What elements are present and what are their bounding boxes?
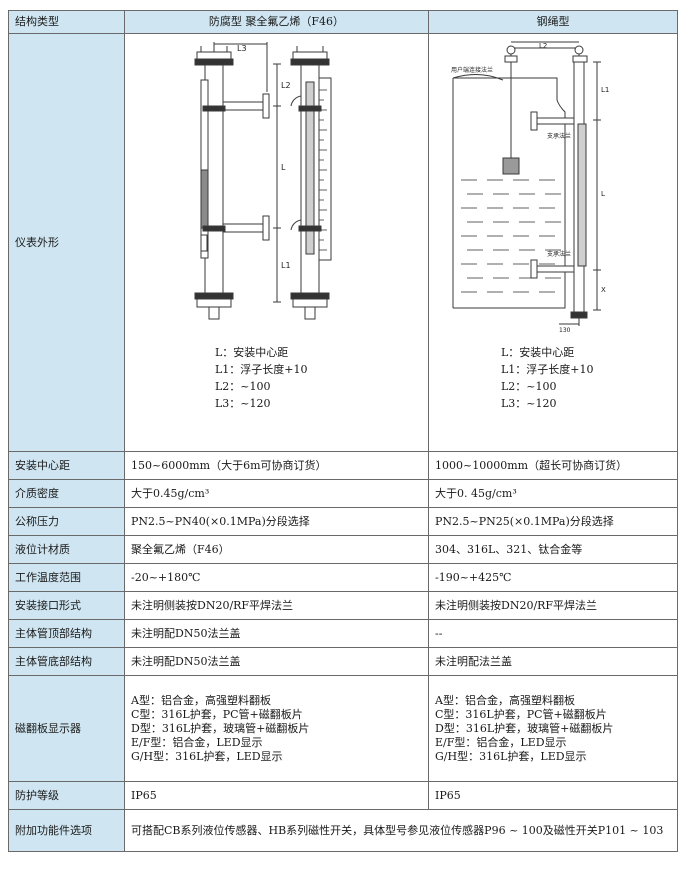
legend-item: L2：~100: [501, 380, 557, 393]
user-flange-label: 用户端连接法兰: [451, 66, 493, 74]
legend-item: L2：~100: [215, 380, 271, 393]
row-label: 主体管底部结构: [8, 647, 125, 676]
dim-l1-right: L1: [601, 86, 609, 94]
protection-col2: IP65: [428, 781, 678, 810]
display-option: G/H型：316L护套，LED显示: [435, 749, 587, 763]
spec-table: 结构类型 防腐型 聚全氟乙烯（F46） 钢绳型 仪表外形: [8, 10, 678, 852]
row-value-col1: -20~+180℃: [124, 563, 429, 592]
legend-item: L3：~120: [215, 397, 271, 410]
dim-l1-left: L1: [281, 261, 291, 270]
header-row: 结构类型 防腐型 聚全氟乙烯（F46） 钢绳型: [8, 10, 678, 34]
spec-row: 安装接口形式 未注明侧装按DN20/RF平焊法兰 未注明侧装按DN20/RF平焊…: [8, 591, 678, 620]
display-col2: A型：铝合金，高强塑料翻板 C型：316L护套，PC管+磁翻板片 D型：316L…: [428, 675, 678, 782]
legend-item: L1：浮子长度+10: [501, 363, 594, 376]
display-row: 磁翻板显示器 A型：铝合金，高强塑料翻板 C型：316L护套，PC管+磁翻板片 …: [8, 675, 678, 782]
protection-row: 防护等级 IP65 IP65: [8, 781, 678, 810]
spec-row: 主体管顶部结构 未注明配DN50法兰盖 --: [8, 619, 678, 648]
legend-item: L3：~120: [501, 397, 557, 410]
dim-l2-right: L2: [539, 42, 547, 50]
spec-row: 介质密度 大于0.45g/cm³ 大于0. 45g/cm³: [8, 479, 678, 508]
right-figure-cell: L2 L1 L X 130 用户端连接法兰 支承法兰 支承法兰 L：安装中心距 …: [428, 33, 678, 452]
row-value-col1: PN2.5~PN40(×0.1MPa)分段选择: [124, 507, 429, 536]
protection-label: 防护等级: [8, 781, 125, 810]
display-col1: A型：铝合金，高强塑料翻板 C型：316L护套，PC管+磁翻板片 D型：316L…: [124, 675, 429, 782]
row-label: 安装中心距: [8, 451, 125, 480]
cable-gauge-drawing: L2 L1 L X 130 用户端连接法兰 支承法兰 支承法兰: [451, 41, 609, 332]
row-value-col1: 150~6000mm（大于6m可协商订货）: [124, 451, 429, 480]
display-option: C型：316L护套，PC管+磁翻板片: [131, 707, 303, 721]
row-value-col1: 未注明配DN50法兰盖: [124, 619, 429, 648]
row-label: 液位计材质: [8, 535, 125, 564]
row-value-col2: 1000~10000mm（超长可协商订货）: [428, 451, 678, 480]
figure-label: 仪表外形: [8, 33, 125, 452]
legend-item: L：安装中心距: [501, 346, 575, 359]
row-label: 安装接口形式: [8, 591, 125, 620]
display-option: E/F型：铝合金，LED显示: [131, 735, 263, 749]
legend-item: L1：浮子长度+10: [215, 363, 308, 376]
dim-l-left: L: [281, 163, 286, 172]
display-option: D型：316L护套，玻璃管+磁翻板片: [131, 721, 310, 735]
anticorrosion-gauge-drawing: L3 L2 L L1: [194, 42, 331, 320]
display-label: 磁翻板显示器: [8, 675, 125, 782]
row-label: 主体管顶部结构: [8, 619, 125, 648]
extra-row: 附加功能件选项 可搭配CB系列液位传感器、HB系列磁性开关，具体型号参见液位传感…: [8, 809, 678, 852]
spec-row: 工作温度范围 -20~+180℃ -190~+425℃: [8, 563, 678, 592]
display-option: E/F型：铝合金，LED显示: [435, 735, 567, 749]
header-label: 结构类型: [8, 10, 125, 34]
row-value-col2: PN2.5~PN25(×0.1MPa)分段选择: [428, 507, 678, 536]
dim-130-right: 130: [559, 327, 571, 332]
display-option: A型：铝合金，高强塑料翻板: [131, 693, 271, 707]
row-label: 工作温度范围: [8, 563, 125, 592]
row-value-col2: -190~+425℃: [428, 563, 678, 592]
spec-row: 液位计材质 聚全氟乙烯（F46） 304、316L、321、钛合金等: [8, 535, 678, 564]
extra-label: 附加功能件选项: [8, 809, 125, 852]
legend-item: L：安装中心距: [215, 346, 289, 359]
spec-row: 安装中心距 150~6000mm（大于6m可协商订货） 1000~10000mm…: [8, 451, 678, 480]
display-option: A型：铝合金，高强塑料翻板: [435, 693, 575, 707]
row-value-col1: 聚全氟乙烯（F46）: [124, 535, 429, 564]
spec-sheet: 结构类型 防腐型 聚全氟乙烯（F46） 钢绳型 仪表外形: [8, 10, 678, 852]
row-label: 介质密度: [8, 479, 125, 508]
figure-row: 仪表外形: [8, 33, 678, 452]
spec-row: 公称压力 PN2.5~PN40(×0.1MPa)分段选择 PN2.5~PN25(…: [8, 507, 678, 536]
display-option: C型：316L护套，PC管+磁翻板片: [435, 707, 607, 721]
display-option: G/H型：316L护套，LED显示: [131, 749, 283, 763]
row-value-col2: 大于0. 45g/cm³: [428, 479, 678, 508]
support-flange-bottom-label: 支承法兰: [547, 250, 571, 258]
legend-left: L：安装中心距 L1：浮子长度+10 L2：~100 L3：~120: [215, 344, 308, 412]
dim-l-right: L: [601, 190, 605, 198]
legend-right: L：安装中心距 L1：浮子长度+10 L2：~100 L3：~120: [501, 344, 594, 412]
dim-x-right: X: [601, 286, 606, 294]
header-col2: 钢绳型: [428, 10, 678, 34]
support-flange-top-label: 支承法兰: [547, 132, 571, 140]
header-col1: 防腐型 聚全氟乙烯（F46）: [124, 10, 429, 34]
row-value-col2: 304、316L、321、钛合金等: [428, 535, 678, 564]
protection-col1: IP65: [124, 781, 429, 810]
dim-l2-left: L2: [281, 81, 291, 90]
extra-text: 可搭配CB系列液位传感器、HB系列磁性开关，具体型号参见液位传感器P96 ~ 1…: [124, 809, 678, 852]
row-value-col2: 未注明配法兰盖: [428, 647, 678, 676]
left-figure-cell: L3 L2 L L1 L：安装中心距 L1：浮子长度+10 L2：~100 L3…: [124, 33, 429, 452]
display-option: D型：316L护套，玻璃管+磁翻板片: [435, 721, 614, 735]
row-label: 公称压力: [8, 507, 125, 536]
dim-l3-left: L3: [237, 44, 247, 53]
row-value-col1: 未注明侧装按DN20/RF平焊法兰: [124, 591, 429, 620]
row-value-col2: 未注明侧装按DN20/RF平焊法兰: [428, 591, 678, 620]
spec-row: 主体管底部结构 未注明配DN50法兰盖 未注明配法兰盖: [8, 647, 678, 676]
row-value-col1: 大于0.45g/cm³: [124, 479, 429, 508]
row-value-col1: 未注明配DN50法兰盖: [124, 647, 429, 676]
row-value-col2: --: [428, 619, 678, 648]
